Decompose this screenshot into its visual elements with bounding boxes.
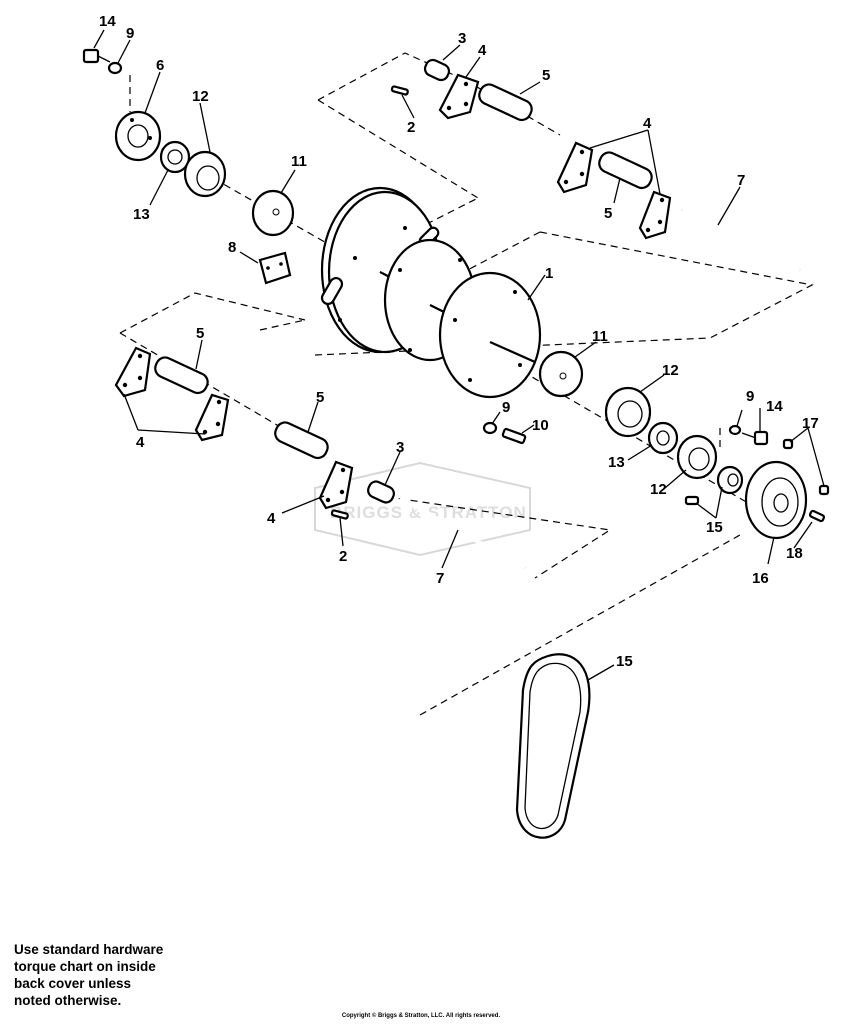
callout-17: 17 bbox=[802, 415, 819, 432]
callout-2: 2 bbox=[339, 548, 347, 565]
callout-7: 7 bbox=[436, 570, 444, 587]
part-5-spacer-upper-right bbox=[598, 151, 653, 190]
part-5-spacer-upper bbox=[478, 83, 533, 122]
callout-15: 15 bbox=[706, 519, 723, 536]
callout-13: 13 bbox=[133, 206, 150, 223]
part-4-bracket-lower-center bbox=[194, 393, 230, 442]
copyright-notice: Copyright © Briggs & Stratton, LLC. All … bbox=[341, 1013, 501, 1019]
callout-12: 12 bbox=[192, 88, 209, 105]
callout-13: 13 bbox=[608, 454, 625, 471]
part-13-bearing-lower bbox=[647, 421, 679, 455]
callout-9: 9 bbox=[502, 399, 510, 416]
callout-11: 11 bbox=[291, 153, 307, 170]
callout-9: 9 bbox=[126, 25, 134, 42]
part-15-collar bbox=[716, 465, 744, 495]
callout-12: 12 bbox=[650, 481, 667, 498]
callout-5: 5 bbox=[604, 205, 612, 222]
part-15-belt bbox=[515, 653, 591, 839]
part-14-bolt-left bbox=[82, 48, 111, 64]
part-7-shaft-lower bbox=[399, 496, 526, 570]
part-12-flange-upper bbox=[183, 150, 227, 198]
callout-12: 12 bbox=[662, 362, 679, 379]
part-16-pulley bbox=[744, 460, 808, 540]
callout-4: 4 bbox=[643, 115, 652, 132]
part-11-disc-lower bbox=[538, 350, 584, 398]
callout-10: 10 bbox=[532, 417, 549, 434]
callout-4: 4 bbox=[478, 42, 487, 59]
part-11-disc-upper bbox=[251, 189, 295, 237]
part-18-key bbox=[808, 509, 826, 523]
part-3-bushing-lower bbox=[367, 480, 395, 504]
callout-3: 3 bbox=[458, 30, 466, 47]
part-9-washer-center bbox=[482, 421, 498, 435]
part-4-bracket-upper bbox=[438, 73, 480, 120]
part-4-bracket-lower-left bbox=[114, 346, 152, 398]
part-1-reel-assembly bbox=[379, 238, 542, 399]
part-9-washer-right bbox=[728, 424, 742, 436]
part-17-setscrew-side bbox=[818, 484, 830, 496]
callout-9: 9 bbox=[746, 388, 754, 405]
part-4-bracket-upper-right-a bbox=[556, 141, 594, 194]
callout-4: 4 bbox=[267, 510, 276, 527]
callout-4: 4 bbox=[136, 434, 145, 451]
torque-note: Use standard hardware torque chart on in… bbox=[14, 942, 164, 1008]
part-7-shaft-upper bbox=[681, 208, 801, 272]
callout-2: 2 bbox=[407, 119, 415, 136]
part-2-pin-upper bbox=[390, 85, 409, 96]
part-12-flange-right bbox=[604, 386, 652, 438]
callout-18: 18 bbox=[786, 545, 803, 562]
part-8-plate bbox=[258, 251, 292, 285]
callout-7: 7 bbox=[737, 172, 745, 189]
part-12-flange-lower bbox=[676, 434, 718, 480]
callout-16: 16 bbox=[752, 570, 769, 587]
part-6-flange bbox=[114, 110, 162, 162]
part-15-setscrew bbox=[684, 495, 700, 506]
leader-lines bbox=[93, 29, 825, 681]
callout-1: 1 bbox=[545, 265, 553, 282]
part-5-spacer-lower-center bbox=[274, 421, 329, 460]
part-14-bolt-right bbox=[741, 430, 769, 446]
callout-labels: 14 9 6 12 13 11 8 3 4 2 5 4 5 7 1 11 12 … bbox=[99, 13, 819, 670]
part-9-washer-left bbox=[107, 61, 123, 75]
part-2-pin-lower bbox=[330, 509, 349, 520]
part-4-bracket-lower-right bbox=[318, 460, 354, 510]
part-3-bushing-upper bbox=[423, 58, 451, 82]
callout-3: 3 bbox=[396, 439, 404, 456]
part-4-bracket-upper-right-b bbox=[638, 190, 672, 240]
part-5-spacer-lower-left bbox=[154, 356, 209, 395]
callout-15: 15 bbox=[616, 653, 633, 670]
callout-5: 5 bbox=[542, 67, 550, 84]
callout-14: 14 bbox=[99, 13, 116, 30]
part-10-screw bbox=[501, 427, 527, 445]
callout-5: 5 bbox=[316, 389, 324, 406]
callout-14: 14 bbox=[766, 398, 783, 415]
callout-11: 11 bbox=[592, 328, 608, 345]
part-13-bearing-upper bbox=[159, 140, 191, 174]
callout-8: 8 bbox=[228, 239, 236, 256]
callout-6: 6 bbox=[156, 57, 164, 74]
callout-5: 5 bbox=[196, 325, 204, 342]
